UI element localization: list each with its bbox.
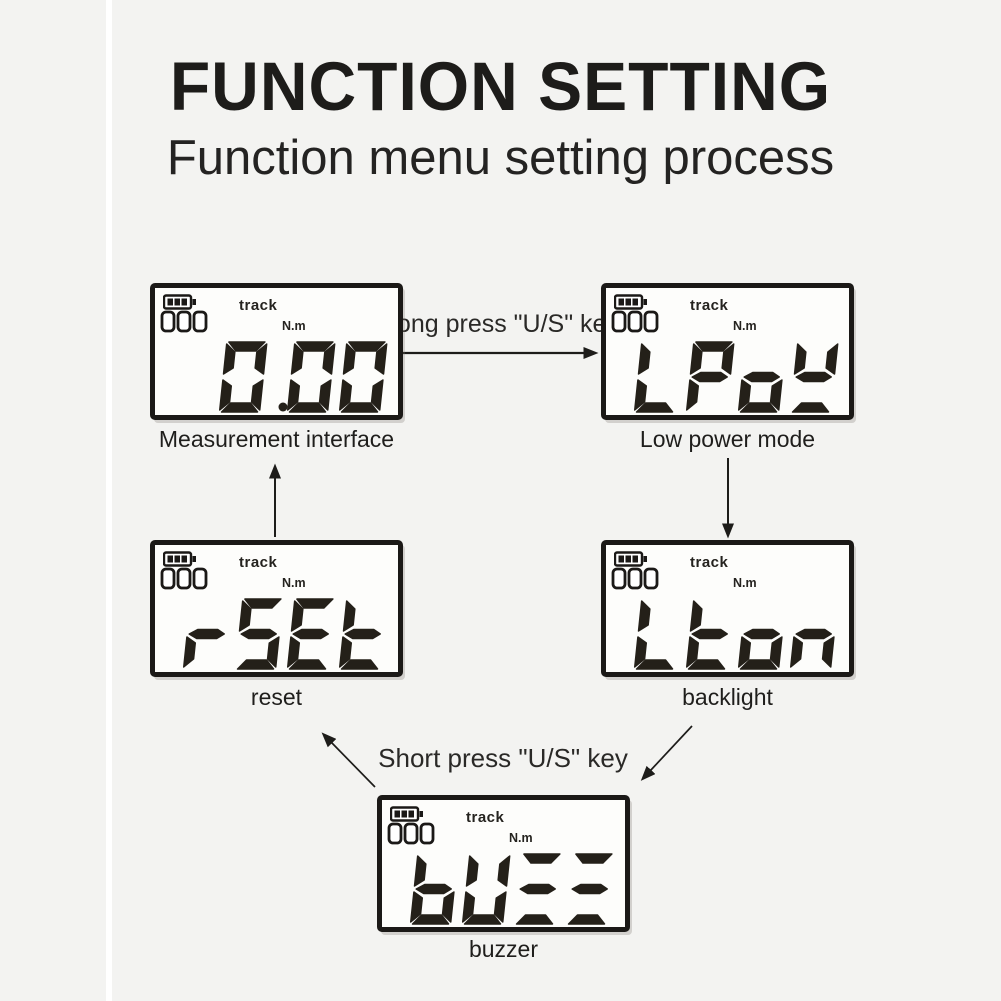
counter-digits — [611, 310, 659, 333]
screen-caption-buzzer: buzzer — [468, 936, 539, 962]
long-press-key-label: Long press "U/S" key — [383, 310, 619, 338]
counter-digits — [160, 567, 208, 590]
page-title: FUNCTION SETTING — [169, 47, 832, 125]
screen-caption-low-power: Low power mode — [639, 426, 816, 452]
track-label: track — [466, 809, 505, 826]
background-seam — [106, 0, 112, 1001]
screen-caption-reset: reset — [250, 684, 303, 710]
segment-display — [409, 853, 613, 925]
track-label: track — [690, 297, 729, 314]
battery-icon — [614, 294, 647, 310]
unit-label: N.m — [282, 319, 306, 333]
battery-icon — [163, 551, 196, 567]
counter-digits — [160, 310, 208, 333]
segment-display — [182, 598, 381, 670]
segment-display — [633, 600, 835, 670]
segment-display — [218, 341, 388, 413]
segment-display — [633, 341, 839, 413]
unit-label: N.m — [733, 576, 757, 590]
unit-label: N.m — [733, 319, 757, 333]
unit-label: N.m — [282, 576, 306, 590]
counter-digits — [387, 822, 435, 845]
track-label: track — [690, 554, 729, 571]
page-subtitle: Function menu setting process — [166, 131, 835, 185]
track-label: track — [239, 297, 278, 314]
counter-digits — [611, 567, 659, 590]
screen-caption-measurement: Measurement interface — [158, 426, 395, 452]
short-press-key-label: Short press "U/S" key — [378, 743, 628, 773]
battery-icon — [614, 551, 647, 567]
battery-icon — [163, 294, 196, 310]
unit-label: N.m — [509, 831, 533, 845]
battery-icon — [390, 806, 423, 822]
screen-caption-backlight: backlight — [682, 684, 773, 710]
track-label: track — [239, 554, 278, 571]
